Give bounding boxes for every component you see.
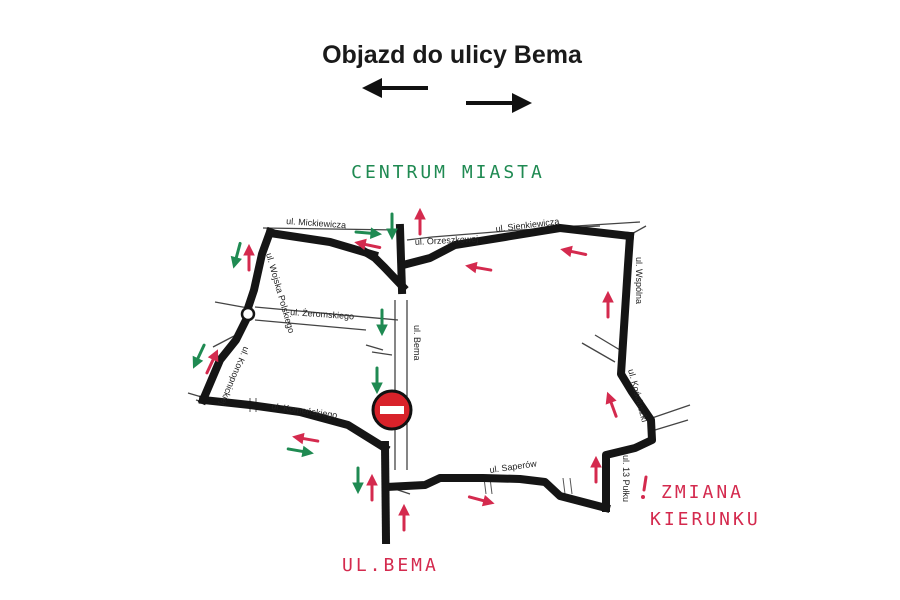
no-entry-sign-icon (371, 389, 413, 431)
direction-change-line1: ZMIANA (661, 482, 744, 503)
arrow-up-icon (242, 243, 256, 272)
direction-change-line2: KIERUNKU (650, 509, 761, 530)
arrow-down-icon (370, 366, 384, 395)
street-13-pulku: ul. 13 Pułku (621, 455, 631, 502)
roundabout (240, 306, 256, 322)
bema-street-label: UL.BEMA (342, 555, 439, 576)
street-bema-vertical: ul. Bema (412, 325, 422, 361)
arrow-down-icon (385, 212, 399, 241)
street-komenskiego: ul. Komeńskiego (271, 401, 338, 420)
arrow-left-icon (463, 259, 494, 277)
street-wspolna: ul. Wspólna (634, 257, 644, 304)
street-orzeszkowej: ul. Orzeszkowej (415, 234, 479, 247)
arrow-down-icon (187, 341, 211, 372)
street-mickiewicza: ul. Mickiewicza (286, 216, 347, 230)
arrow-down-icon (227, 240, 247, 271)
arrow-right-icon (285, 442, 316, 460)
exclamation-icon (641, 475, 648, 499)
map-title: Objazd do ulicy Bema (322, 41, 583, 69)
street-saperow: ul. Saperów (489, 458, 538, 475)
arrow-up-icon (365, 473, 379, 502)
arrow-left-icon (290, 430, 321, 448)
arrow-right-icon (466, 490, 497, 510)
arrow-up-icon (397, 503, 411, 532)
street-zeromskiego: ul. Żeromskiego (290, 307, 355, 321)
arrow-up-icon (601, 389, 623, 420)
city-centre-label: CENTRUM MIASTA (351, 162, 545, 183)
arrow-up-icon (589, 455, 603, 484)
arrow-right-icon (466, 93, 532, 113)
arrow-left-icon (558, 242, 589, 261)
arrow-up-icon (601, 290, 615, 319)
arrow-left-icon (362, 78, 428, 98)
arrow-down-icon (375, 308, 389, 337)
arrow-down-icon (351, 466, 365, 495)
arrow-up-icon (413, 207, 427, 236)
